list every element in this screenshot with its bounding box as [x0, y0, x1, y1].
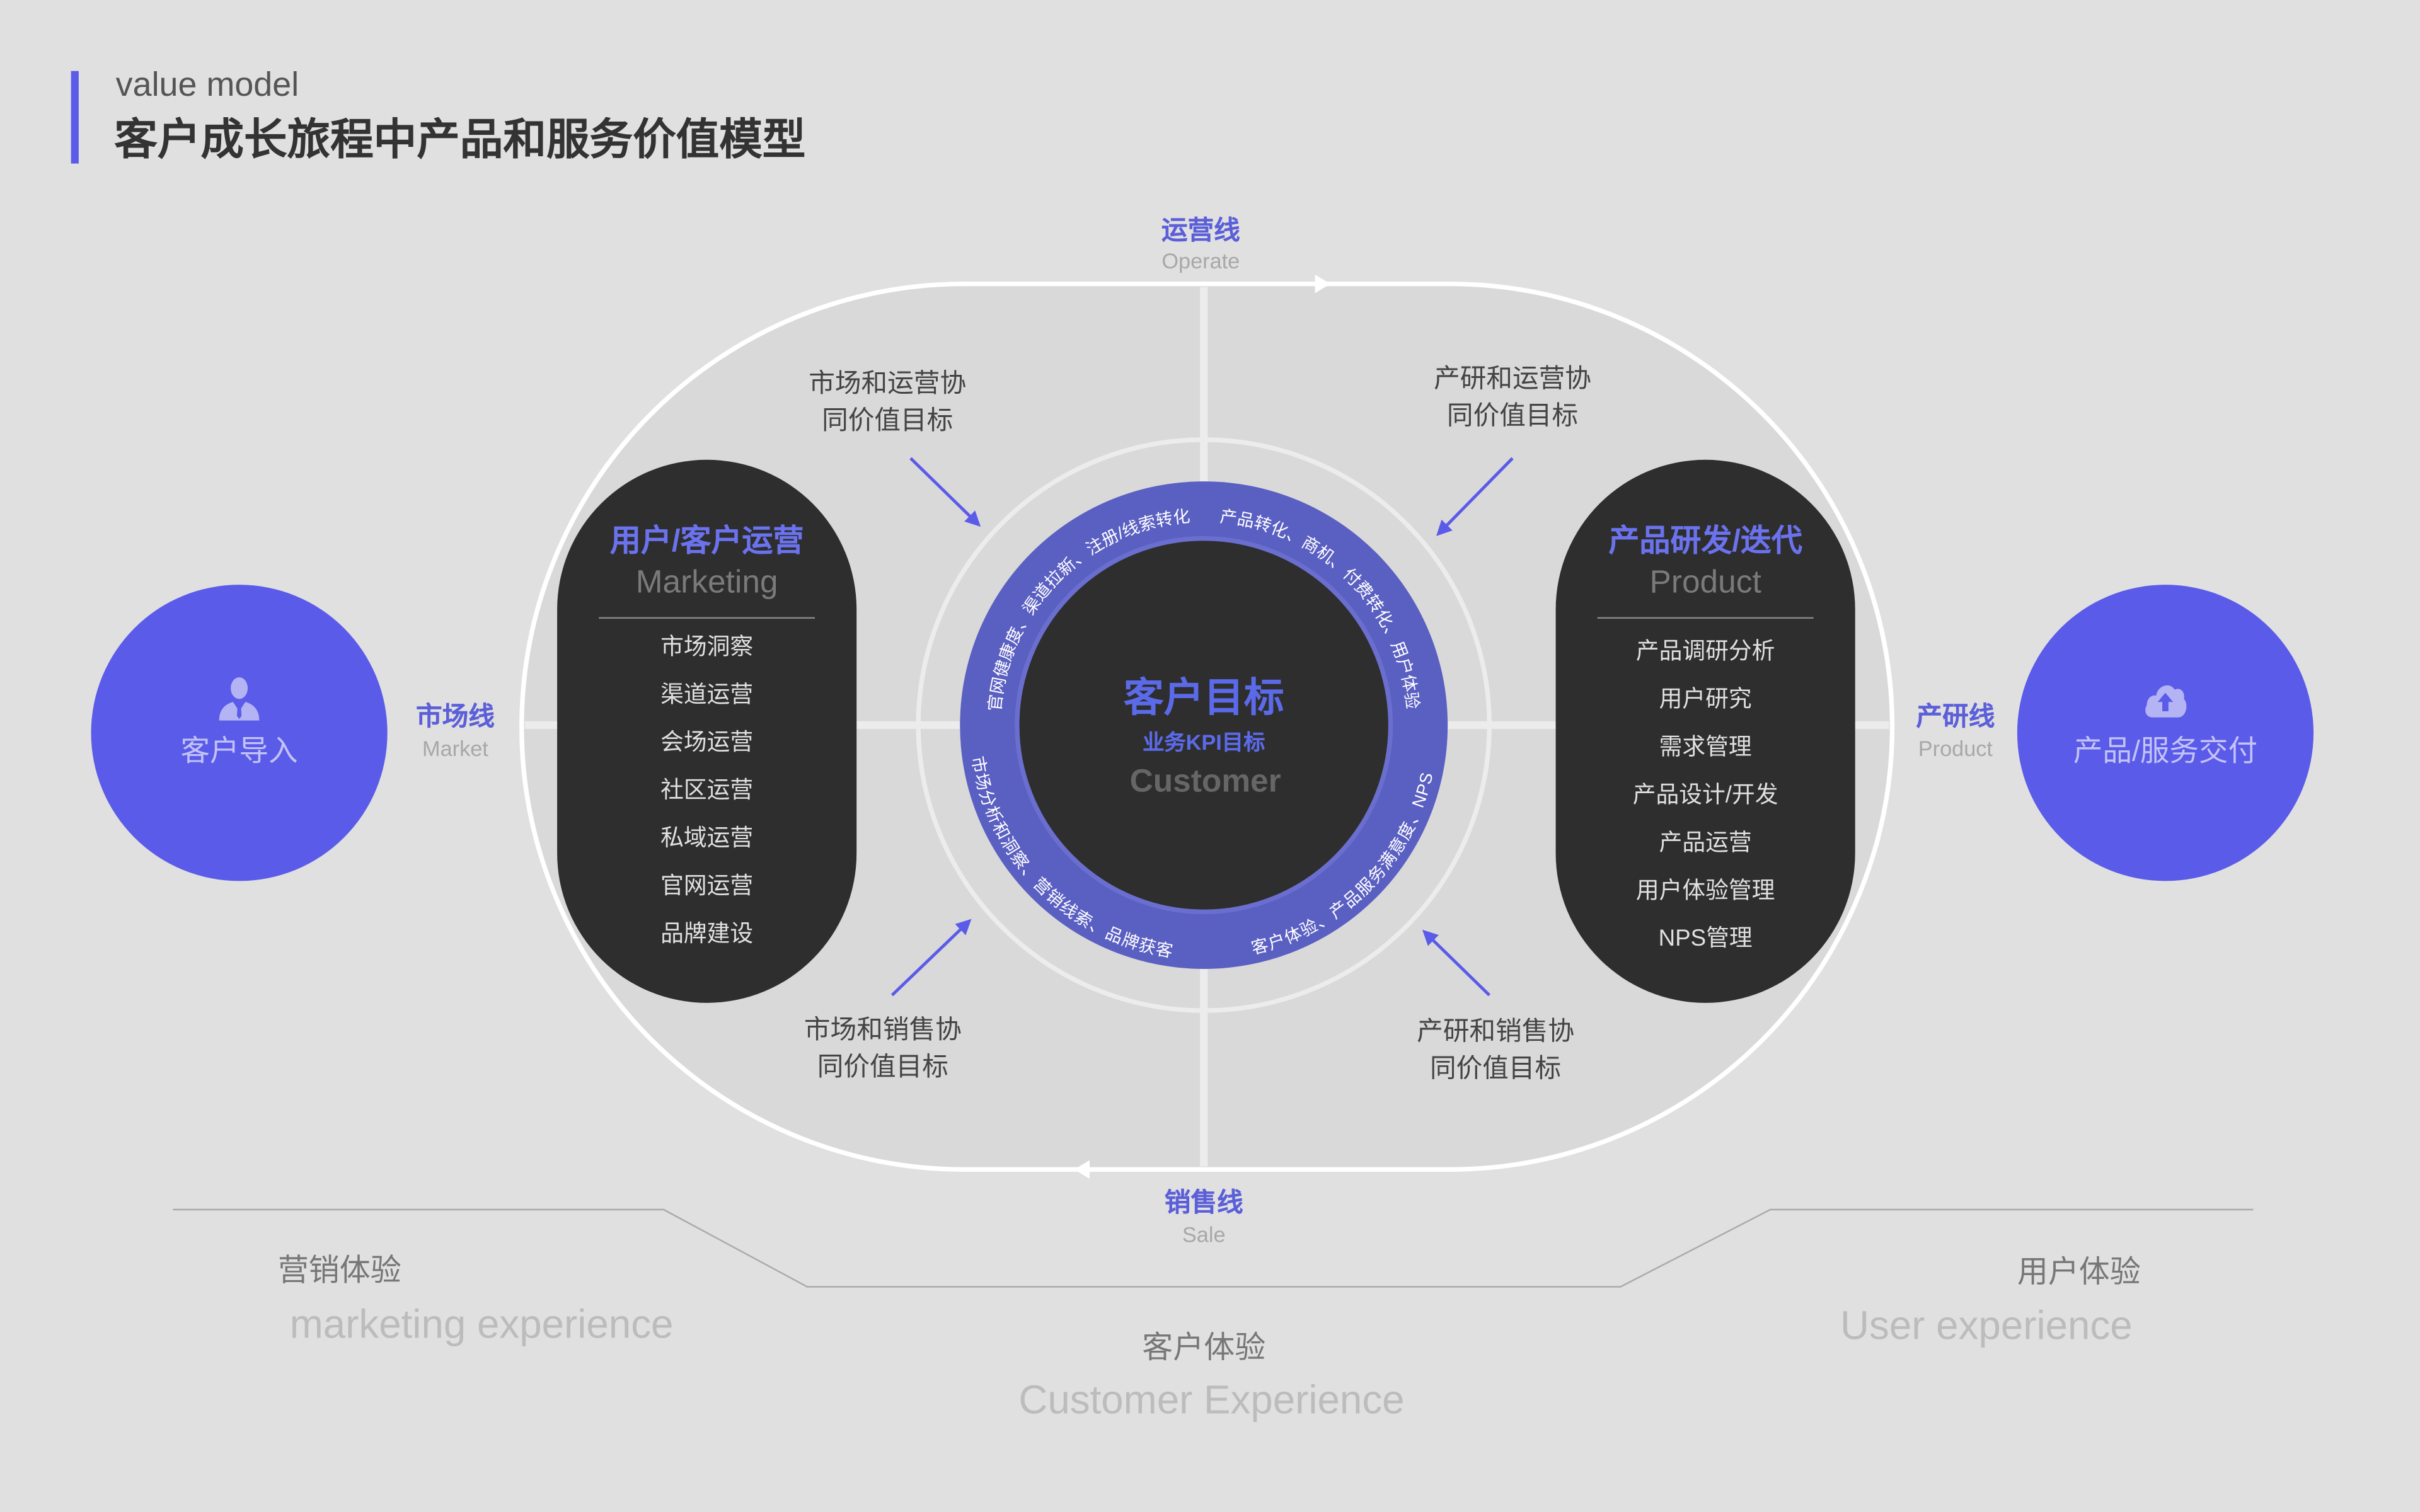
quadrant-label-bottom-left: 市场和销售协同价值目标	[804, 1015, 962, 1082]
sale-line-en: Sale	[1182, 1222, 1226, 1247]
customer-experience-en: Customer Experience	[1018, 1376, 1405, 1423]
list-item: 用户体验管理	[1635, 878, 1775, 905]
product-delivery-node: 产品/服务交付	[2017, 585, 2314, 881]
product-en: Product	[1649, 564, 1761, 600]
market-line-en: Market	[422, 736, 488, 761]
flow-arrow-right-icon	[1315, 274, 1331, 294]
list-item: 社区运营	[660, 777, 754, 804]
customer-experience-cn: 客户体验	[1142, 1331, 1266, 1366]
product-title: 产品研发/迭代	[1608, 524, 1802, 559]
product-list: 产品调研分析 用户研究 需求管理 产品设计/开发 产品运营 用户体验管理 NPS…	[1556, 637, 1855, 971]
arrow-top-left-icon	[909, 457, 981, 527]
center-subtitle: 业务KPI目标	[1143, 730, 1265, 755]
list-item: NPS管理	[1658, 925, 1753, 953]
list-item: 产品调研分析	[1635, 638, 1775, 665]
marketing-title: 用户/客户运营	[609, 524, 804, 559]
marketing-en: Marketing	[635, 564, 778, 600]
quadrant-label-bottom-right: 产研和销售协同价值目标	[1417, 1016, 1574, 1084]
arrow-bottom-right-icon	[1422, 929, 1490, 997]
center-en: Customer	[1129, 764, 1281, 799]
list-item: 用户研究	[1659, 686, 1752, 713]
list-item: 产品运营	[1659, 830, 1752, 857]
operate-line-label: 运营线	[1161, 215, 1240, 246]
list-item: 品牌建设	[660, 921, 754, 948]
user-experience-cn: 用户体验	[2017, 1256, 2141, 1290]
market-line-label: 市场线	[416, 702, 495, 731]
list-item: 市场洞察	[660, 634, 754, 661]
marketing-experience-cn: 营销体验	[277, 1254, 401, 1288]
list-item: 会场运营	[660, 730, 754, 757]
person-icon	[219, 677, 260, 721]
arrow-bottom-left-icon	[890, 919, 972, 997]
customer-import-label: 客户导入	[180, 736, 298, 769]
marketing-list: 市场洞察 渠道运营 会场运营 社区运营 私域运营 官网运营 品牌建设	[557, 633, 856, 967]
list-item: 产品设计/开发	[1632, 782, 1778, 809]
marketing-divider	[599, 617, 815, 619]
product-delivery-label: 产品/服务交付	[2073, 736, 2258, 769]
center-core	[1015, 536, 1393, 915]
product-panel: 产品研发/迭代 Product 产品调研分析 用户研究 需求管理 产品设计/开发…	[1555, 459, 1855, 1003]
quadrant-label-top-left: 市场和运营协同价值目标	[809, 369, 967, 435]
list-item: 渠道运营	[660, 682, 754, 709]
list-item: 私域运营	[660, 825, 754, 852]
experience-baseline	[173, 1208, 2254, 1288]
flow-arrow-left-icon	[1074, 1160, 1090, 1179]
arrow-top-right-icon	[1436, 457, 1514, 536]
page-title: 客户成长旅程中产品和服务价值模型	[114, 115, 806, 164]
sale-line-label: 销售线	[1164, 1188, 1243, 1218]
customer-import-node: 客户导入	[91, 585, 388, 881]
title-accent-bar	[71, 71, 79, 164]
page-subtitle: value model	[115, 64, 299, 104]
list-item: 官网运营	[660, 873, 754, 900]
product-line-en: Product	[1918, 736, 1993, 761]
product-line-label: 产研线	[1916, 702, 1995, 731]
product-divider	[1597, 617, 1814, 619]
outer-guide-circle	[916, 437, 1492, 1013]
marketing-experience-en: marketing experience	[289, 1300, 674, 1347]
operate-line-en: Operate	[1161, 248, 1240, 273]
center-title: 客户目标	[1123, 674, 1284, 721]
user-experience-en: User experience	[1840, 1302, 2133, 1349]
marketing-panel: 用户/客户运营 Marketing 市场洞察 渠道运营 会场运营 社区运营 私域…	[557, 459, 857, 1003]
quadrant-label-top-right: 产研和运营协同价值目标	[1434, 364, 1591, 431]
list-item: 需求管理	[1659, 734, 1752, 761]
cloud-upload-icon	[2145, 685, 2187, 718]
